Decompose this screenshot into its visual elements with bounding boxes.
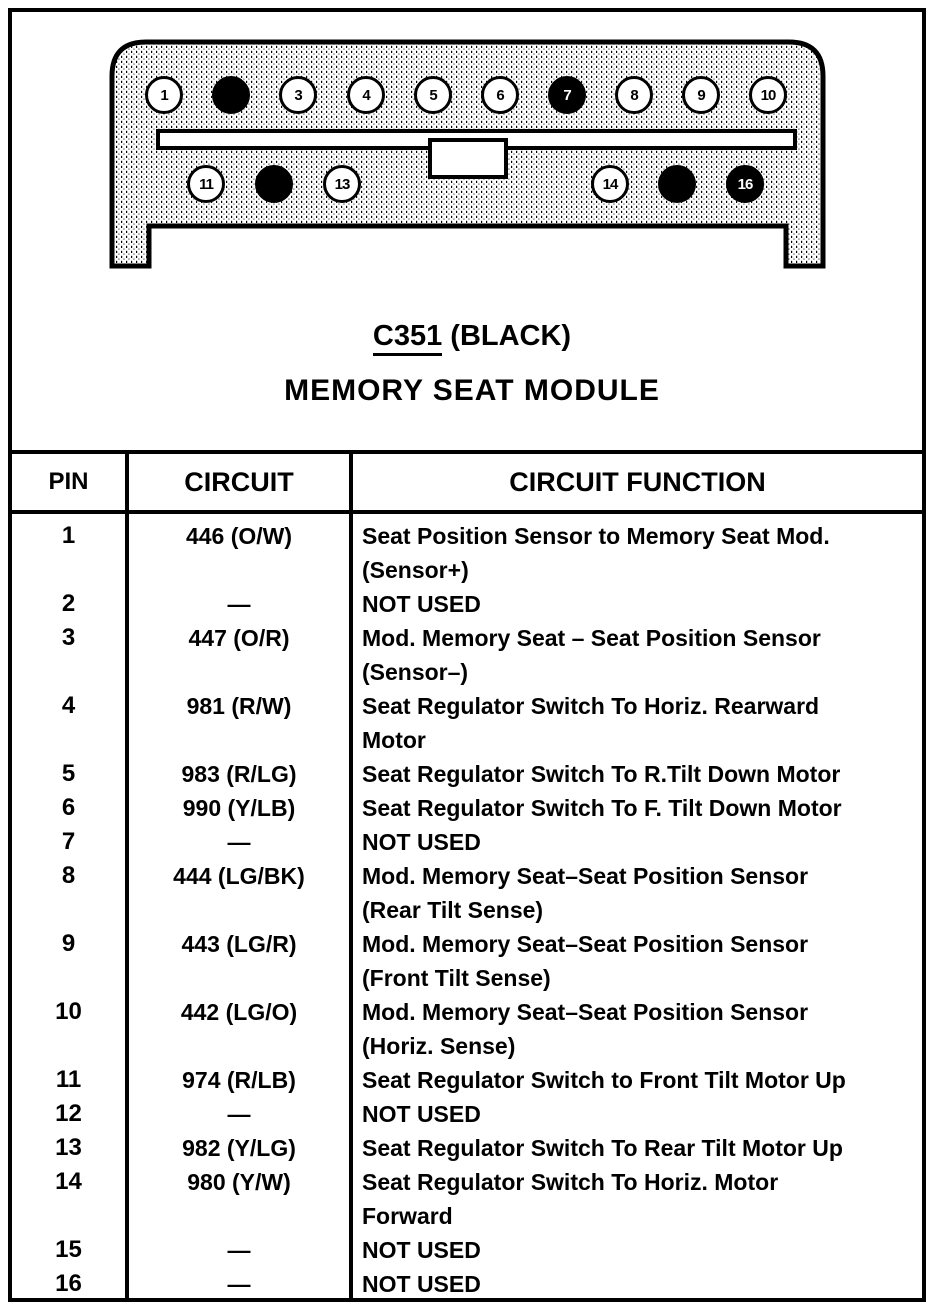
circuit-function: NOT USED: [362, 1101, 481, 1127]
circuit-id: 447 (O/R): [129, 621, 353, 689]
pin-number: 2: [12, 587, 129, 621]
connector-pin-10: 10: [749, 76, 787, 114]
connector-pin-1: 1: [145, 76, 183, 114]
connector-pin-15: [658, 165, 696, 203]
connector-pin-7: 7: [548, 76, 586, 114]
circuit-function: NOT USED: [362, 591, 481, 617]
connector-color: (BLACK): [450, 320, 572, 352]
connector-pin-4: 4: [347, 76, 385, 114]
circuit-function: Seat Regulator Switch To Horiz. Rearward…: [362, 693, 820, 753]
table-row: 1 446 (O/W) Seat Position Sensor to Memo…: [12, 514, 922, 587]
table-row: 2 — NOT USED: [12, 587, 922, 621]
pin-number: 5: [12, 757, 129, 791]
circuit-id: 444 (LG/BK): [129, 859, 353, 927]
table-row: 6 990 (Y/LB) Seat Regulator Switch To F.…: [12, 791, 922, 825]
pin-number: 9: [12, 927, 129, 995]
table-row: 3 447 (O/R) Mod. Memory Seat – Seat Posi…: [12, 621, 922, 689]
table-row: 16 — NOT USED: [12, 1267, 922, 1298]
circuit-id: 982 (Y/LG): [129, 1131, 353, 1165]
circuit-id: 980 (Y/W): [129, 1165, 353, 1233]
circuit-function: Seat Regulator Switch To F. Tilt Down Mo…: [362, 795, 842, 821]
pin-number: 15: [12, 1233, 129, 1267]
connector-pin-9: 9: [682, 76, 720, 114]
connector-code: C351: [372, 320, 443, 356]
connector-pin-8: 8: [615, 76, 653, 114]
table-row: 11 974 (R/LB) Seat Regulator Switch to F…: [12, 1063, 922, 1097]
pin-number: 13: [12, 1131, 129, 1165]
table-row: 14 980 (Y/W) Seat Regulator Switch To Ho…: [12, 1165, 922, 1233]
pin-number: 10: [12, 995, 129, 1063]
circuit-function: Mod. Memory Seat–Seat Position Sensor (R…: [362, 863, 809, 923]
connector-diagram: [109, 39, 826, 269]
circuit-function: Mod. Memory Seat–Seat Position Sensor (H…: [362, 999, 809, 1059]
connector-pin-11: 11: [187, 165, 225, 203]
table-row: 15 — NOT USED: [12, 1233, 922, 1267]
table-row: 9 443 (LG/R) Mod. Memory Seat–Seat Posit…: [12, 927, 922, 995]
circuit-id: 990 (Y/LB): [129, 791, 353, 825]
table-row: 8 444 (LG/BK) Mod. Memory Seat–Seat Posi…: [12, 859, 922, 927]
table-row: 7 — NOT USED: [12, 825, 922, 859]
connector-pin-14: 14: [591, 165, 629, 203]
circuit-id: 443 (LG/R): [129, 927, 353, 995]
circuit-id: 981 (R/W): [129, 689, 353, 757]
connector-title: C351 (BLACK): [0, 320, 944, 356]
circuit-id: 442 (LG/O): [129, 995, 353, 1063]
pin-number: 8: [12, 859, 129, 927]
circuit-function: NOT USED: [362, 1271, 481, 1297]
connector-pin-13: 13: [323, 165, 361, 203]
connector-pin-6: 6: [481, 76, 519, 114]
circuit-function: Seat Regulator Switch To R.Tilt Down Mot…: [362, 761, 841, 787]
document-frame: [8, 8, 926, 1302]
circuit-function: Seat Position Sensor to Memory Seat Mod.…: [362, 523, 830, 583]
pin-number: 3: [12, 621, 129, 689]
table-row: 13 982 (Y/LG) Seat Regulator Switch To R…: [12, 1131, 922, 1165]
pinout-table-header: PIN CIRCUIT CIRCUIT FUNCTION: [12, 450, 922, 514]
connector-pin-16: 16: [726, 165, 764, 203]
circuit-function: Seat Regulator Switch To Rear Tilt Motor…: [362, 1135, 843, 1161]
circuit-id: —: [129, 1233, 353, 1267]
table-row: 10 442 (LG/O) Mod. Memory Seat–Seat Posi…: [12, 995, 922, 1063]
connector-pin-2: [212, 76, 250, 114]
circuit-id: —: [129, 825, 353, 859]
header-circuit-function: CIRCUIT FUNCTION: [509, 466, 766, 497]
circuit-function: Seat Regulator Switch to Front Tilt Moto…: [362, 1067, 846, 1093]
pin-number: 14: [12, 1165, 129, 1233]
circuit-id: —: [129, 587, 353, 621]
circuit-id: 983 (R/LG): [129, 757, 353, 791]
table-row: 12 — NOT USED: [12, 1097, 922, 1131]
pin-number: 11: [12, 1063, 129, 1097]
pin-number: 16: [12, 1267, 129, 1298]
circuit-id: —: [129, 1097, 353, 1131]
connector-pin-5: 5: [414, 76, 452, 114]
pinout-table-body: 1 446 (O/W) Seat Position Sensor to Memo…: [12, 514, 922, 1298]
pin-number: 7: [12, 825, 129, 859]
circuit-id: 974 (R/LB): [129, 1063, 353, 1097]
pin-number: 12: [12, 1097, 129, 1131]
header-circuit: CIRCUIT: [129, 454, 353, 510]
header-pin: PIN: [12, 454, 129, 510]
connector-latch-box: [428, 138, 508, 179]
connector-pin-3: 3: [279, 76, 317, 114]
table-row: 5 983 (R/LG) Seat Regulator Switch To R.…: [12, 757, 922, 791]
circuit-id: 446 (O/W): [129, 514, 353, 587]
pin-number: 6: [12, 791, 129, 825]
circuit-function: NOT USED: [362, 1237, 481, 1263]
circuit-id: —: [129, 1267, 353, 1298]
circuit-function: NOT USED: [362, 829, 481, 855]
pin-number: 4: [12, 689, 129, 757]
connector-pin-12: [255, 165, 293, 203]
table-row: 4 981 (R/W) Seat Regulator Switch To Hor…: [12, 689, 922, 757]
circuit-function: Seat Regulator Switch To Horiz. Motor Fo…: [362, 1169, 779, 1229]
module-name: MEMORY SEAT MODULE: [284, 374, 660, 407]
circuit-function: Mod. Memory Seat – Seat Position Sensor …: [362, 625, 821, 685]
circuit-function: Mod. Memory Seat–Seat Position Sensor (F…: [362, 931, 809, 991]
pin-number: 1: [12, 514, 129, 587]
